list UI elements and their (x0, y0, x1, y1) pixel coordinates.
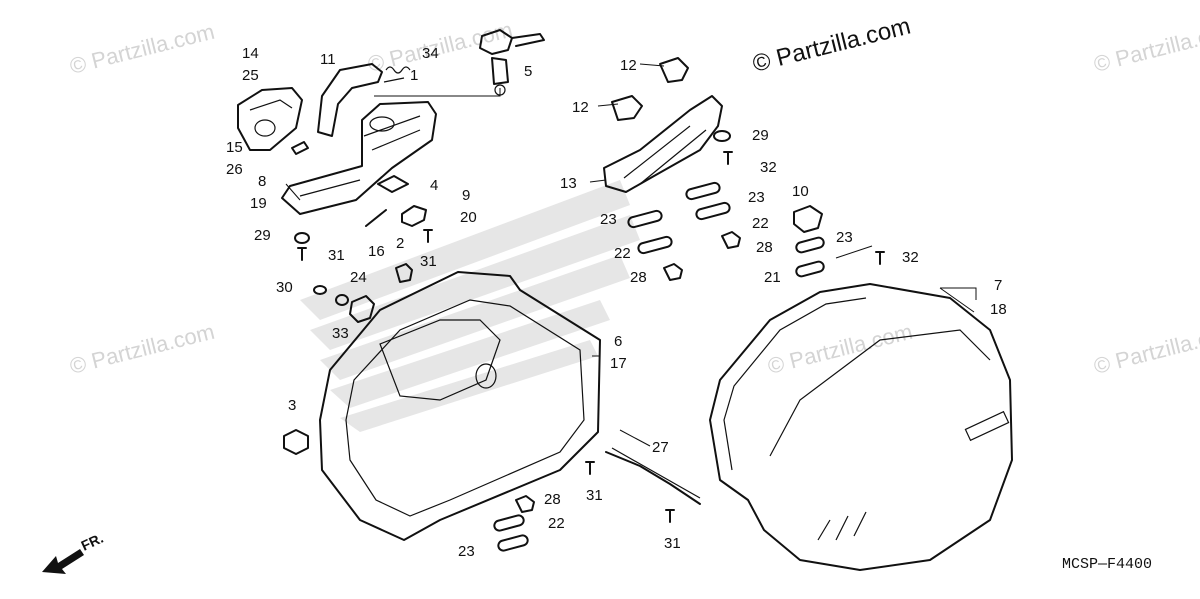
callout-number: 27 (652, 439, 669, 456)
watermark: © Partzilla.com (67, 19, 217, 79)
callout-number: 30 (276, 279, 293, 296)
callout-number: 14 (242, 45, 259, 62)
watermark: © Partzilla.com (67, 319, 217, 379)
callout-number: 12 (620, 57, 637, 74)
bolt-head-part (313, 285, 327, 295)
strap-part (605, 451, 701, 505)
nut-part (663, 263, 683, 281)
callout-number: 5 (524, 63, 532, 80)
ring-part (401, 205, 427, 227)
nut-part (721, 231, 741, 249)
pad-part (497, 534, 529, 552)
handle-cover-part (237, 87, 303, 151)
wing-logo-watermark (300, 180, 640, 432)
callout-number: 16 (368, 243, 385, 260)
callout-number: 12 (572, 99, 589, 116)
pad-part (685, 181, 721, 201)
callout-number: 2 (396, 235, 404, 252)
callout-number: 24 (350, 269, 367, 286)
callout-number: 25 (242, 67, 259, 84)
screw-part (723, 151, 733, 165)
front-arrow-label: FR. (79, 530, 106, 554)
callout-number: 22 (614, 245, 631, 262)
outer-lid-part (709, 283, 1013, 571)
screw-part (297, 247, 307, 261)
callout-number: 18 (990, 301, 1007, 318)
callout-number: 32 (760, 159, 777, 176)
callout-number: 34 (422, 45, 439, 62)
callout-number: 29 (254, 227, 271, 244)
callout-number: 21 (764, 269, 781, 286)
callout-number: 17 (610, 355, 627, 372)
nut-part (515, 495, 535, 513)
callout-number: 28 (630, 269, 647, 286)
pin-part (365, 209, 387, 227)
callout-number: 13 (560, 175, 577, 192)
callout-number: 28 (544, 491, 561, 508)
washer-part (335, 294, 349, 306)
washer-part (713, 130, 731, 142)
screw-part (423, 229, 433, 243)
front-arrow: FR. (42, 530, 106, 574)
cap-part (283, 429, 309, 455)
pad-part (627, 209, 663, 229)
pad-part (695, 201, 731, 221)
watermark: © Partzilla.com (1091, 319, 1200, 379)
pad-part (795, 236, 825, 254)
leader-lines (285, 63, 977, 447)
callout-number: 19 (250, 195, 267, 212)
callout-number: 22 (548, 515, 565, 532)
pad-part (795, 260, 825, 278)
pad-part (637, 235, 673, 255)
callout-number: 28 (756, 239, 773, 256)
pad-part (493, 514, 525, 532)
bracket-part (793, 205, 823, 233)
callout-number: 31 (328, 247, 345, 264)
callout-number: 29 (752, 127, 769, 144)
callout-number: 15 (226, 139, 243, 156)
grommet-part (377, 175, 409, 193)
callout-number: 33 (332, 325, 349, 342)
clip-part (291, 141, 309, 155)
callout-number: 23 (600, 211, 617, 228)
callout-number: 23 (748, 189, 765, 206)
callout-number: 1 (410, 67, 418, 84)
bushing-part (349, 295, 375, 323)
callout-number: 3 (288, 397, 296, 414)
callout-number: 4 (430, 177, 438, 194)
screw-part (665, 509, 675, 523)
screw-part (585, 461, 595, 475)
nut-part (395, 263, 413, 283)
callout-number: 6 (614, 333, 622, 350)
callout-number: 11 (320, 51, 336, 68)
hinge-bracket-part (603, 57, 723, 193)
strap-part (611, 447, 701, 499)
callout-number: 10 (792, 183, 809, 200)
callout-number: 8 (258, 173, 266, 190)
callout-number: 23 (836, 229, 853, 246)
callout-number: 7 (994, 277, 1002, 294)
screw-part (875, 251, 885, 265)
upper-frame-part (281, 101, 437, 215)
handle-part (317, 63, 383, 137)
callouts: 14 25 11 34 1 5 15 26 8 19 4 9 20 29 31 … (226, 45, 1007, 560)
copyright-text: © Partzilla.com (750, 13, 913, 78)
diagram-code: MCSP—F4400 (1062, 556, 1152, 573)
callout-number: 31 (664, 535, 681, 552)
callout-number: 22 (752, 215, 769, 232)
callout-number: 20 (460, 209, 477, 226)
spring-part (383, 66, 411, 83)
callout-number: 31 (586, 487, 603, 504)
callout-number: 32 (902, 249, 919, 266)
callout-number: 26 (226, 161, 243, 178)
watermark: © Partzilla.com (1091, 17, 1200, 77)
callout-number: 31 (420, 253, 437, 270)
callout-number: 9 (462, 187, 470, 204)
inner-box-part (319, 271, 601, 541)
washer-part (294, 232, 310, 244)
callout-number: 23 (458, 543, 475, 560)
